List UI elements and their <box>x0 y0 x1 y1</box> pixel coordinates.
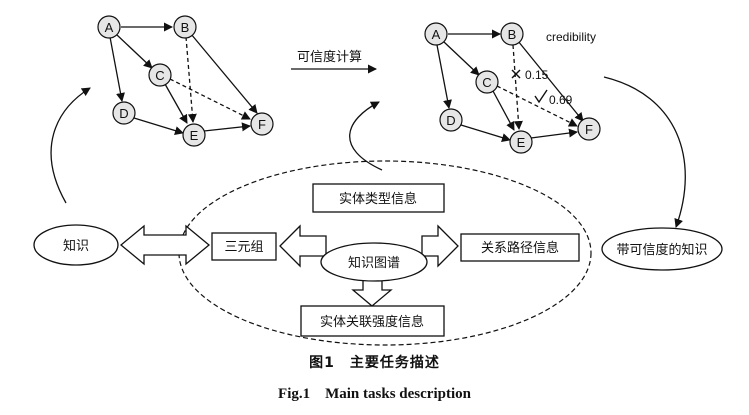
entity-type-info-label: 实体类型信息 <box>339 191 417 207</box>
edge-C-F-dashed <box>169 78 251 120</box>
edge-E-F <box>203 122 251 132</box>
triples-label: 三元组 <box>224 240 263 255</box>
edge-B-F <box>190 33 258 114</box>
knowledge-label: 知识 <box>63 238 89 254</box>
knowledge-graph-label: 知识图谱 <box>348 255 400 271</box>
block-arrow-to-association-strength <box>351 278 393 307</box>
node-D: D <box>439 108 463 132</box>
node-label: B <box>508 27 517 42</box>
node-F: F <box>577 117 601 141</box>
node-E: E <box>509 130 533 154</box>
relation-path-info-box: 关系路径信息 <box>460 233 580 262</box>
edge-E-F <box>530 128 578 139</box>
edge-B-E-dashed <box>512 44 523 130</box>
node-label: C <box>482 75 491 90</box>
knowledge-with-credibility-label: 带可信度的知识 <box>616 242 707 258</box>
edge-B-E-dashed <box>185 36 197 123</box>
node-label: E <box>190 128 199 143</box>
node-A: A <box>424 22 448 46</box>
curve-credibility-to-output <box>603 76 686 228</box>
process-label: 可信度计算 <box>297 49 362 65</box>
edge-C-E <box>164 83 188 124</box>
node-E: E <box>182 123 206 147</box>
node-label: A <box>432 27 441 42</box>
triples-box: 三元组 <box>211 232 277 261</box>
edge-D-E <box>460 124 511 142</box>
entity-association-strength-box: 实体关联强度信息 <box>300 305 445 337</box>
figure-caption-cn: 图1 主要任务描述 <box>309 355 440 371</box>
edge-B-F <box>517 40 584 122</box>
edge-A-C <box>443 41 480 76</box>
node-label: D <box>119 106 128 121</box>
edge-D-E <box>133 117 184 135</box>
left-knowledge-graph: A B C D E F <box>97 15 274 147</box>
reject-mark <box>511 69 521 79</box>
credibility-computation-step: 可信度计算 <box>291 49 377 74</box>
right-knowledge-graph: 0.15 0.69 credibility A B C D E F <box>424 22 601 154</box>
node-C: C <box>475 70 499 94</box>
edge-C-F-dashed <box>496 85 578 127</box>
curve-center-to-credibility <box>349 101 383 171</box>
accept-mark <box>534 89 548 104</box>
edge-C-E <box>492 90 515 131</box>
weight-label-1: 0.15 <box>525 68 549 82</box>
knowledge-graph-node: 知识图谱 <box>320 242 428 282</box>
credibility-label: credibility <box>546 30 596 44</box>
curve-knowledge-to-graph <box>50 87 91 204</box>
node-F: F <box>250 112 274 136</box>
node-label: E <box>517 135 526 150</box>
node-label: F <box>258 117 266 132</box>
edge-A-D <box>109 36 125 102</box>
node-B: B <box>500 22 524 46</box>
figure-caption-en: Fig.1 Main tasks description <box>278 386 471 402</box>
node-label: A <box>105 20 114 35</box>
node-D: D <box>112 101 136 125</box>
node-C: C <box>148 63 172 87</box>
node-label: B <box>181 20 190 35</box>
weight-label-2: 0.69 <box>549 93 573 107</box>
node-A: A <box>97 15 121 39</box>
node-label: D <box>446 113 455 128</box>
knowledge-node: 知识 <box>33 224 119 266</box>
block-arrow-to-triples <box>279 224 327 268</box>
double-arrow-knowledge-triples <box>119 224 211 266</box>
entity-association-strength-label: 实体关联强度信息 <box>320 314 424 330</box>
node-B: B <box>173 15 197 39</box>
knowledge-with-credibility-node: 带可信度的知识 <box>601 227 723 271</box>
relation-path-info-label: 关系路径信息 <box>481 240 559 256</box>
node-label: C <box>155 68 164 83</box>
edge-A-D <box>436 44 452 109</box>
node-label: F <box>585 122 593 137</box>
edge-A-C <box>116 34 153 69</box>
knowledge-graph-boundary <box>178 160 592 346</box>
entity-type-info-box: 实体类型信息 <box>312 183 445 213</box>
